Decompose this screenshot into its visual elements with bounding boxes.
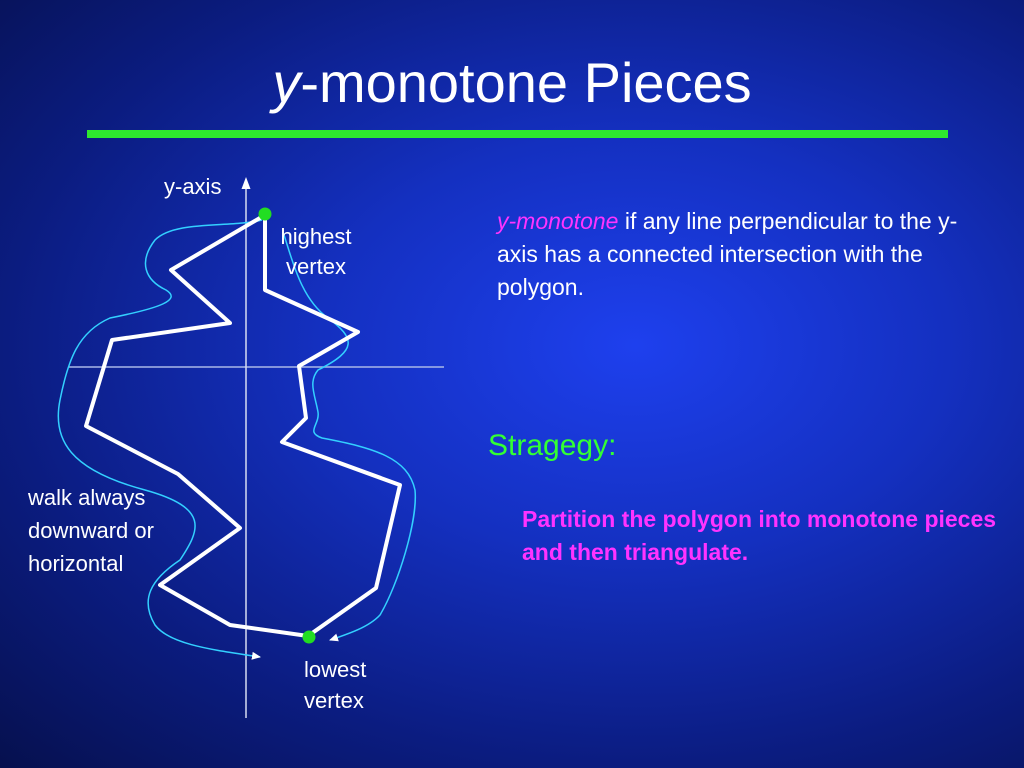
walk-label-line3: horizontal	[28, 551, 124, 576]
lowest-vertex-label: lowest vertex	[304, 654, 366, 716]
strategy-heading: Stragegy:	[488, 429, 617, 462]
walk-label-line2: downward or	[28, 518, 154, 543]
definition-term: y-monotone	[497, 208, 619, 234]
title-underline	[87, 130, 948, 138]
walk-label-line1: walk always	[28, 485, 146, 510]
strategy-text: Partition the polygon into monotone piec…	[522, 506, 997, 565]
slide-title: y-monotone Pieces	[0, 48, 1024, 118]
highest-vertex-label-line2: vertex	[286, 254, 346, 279]
monotone-polygon	[84, 213, 402, 638]
right-walk-path	[282, 231, 417, 642]
highest-vertex-label-line1: highest	[280, 224, 352, 249]
highest-vertex-label: highest vertex	[270, 224, 362, 280]
slide-title-rest: -monotone Pieces	[300, 51, 752, 114]
left-walk-path	[57, 219, 263, 660]
lowest-vertex-label-line1: lowest	[304, 657, 367, 682]
highest-vertex-dot	[258, 207, 272, 221]
slide-title-italic: y	[272, 51, 301, 114]
monotone-definition: y-monotone if any line perpendicular to …	[497, 205, 997, 304]
y-axis-arrowhead-icon	[241, 177, 251, 189]
lowest-vertex-dot	[302, 630, 316, 644]
y-axis-label: y-axis	[164, 174, 222, 199]
lowest-vertex-label-line2: vertex	[304, 688, 364, 713]
walk-direction-label: walk always downward or horizontal	[28, 481, 154, 580]
definition-text: if any line perpendicular to the y-axis …	[497, 208, 958, 300]
